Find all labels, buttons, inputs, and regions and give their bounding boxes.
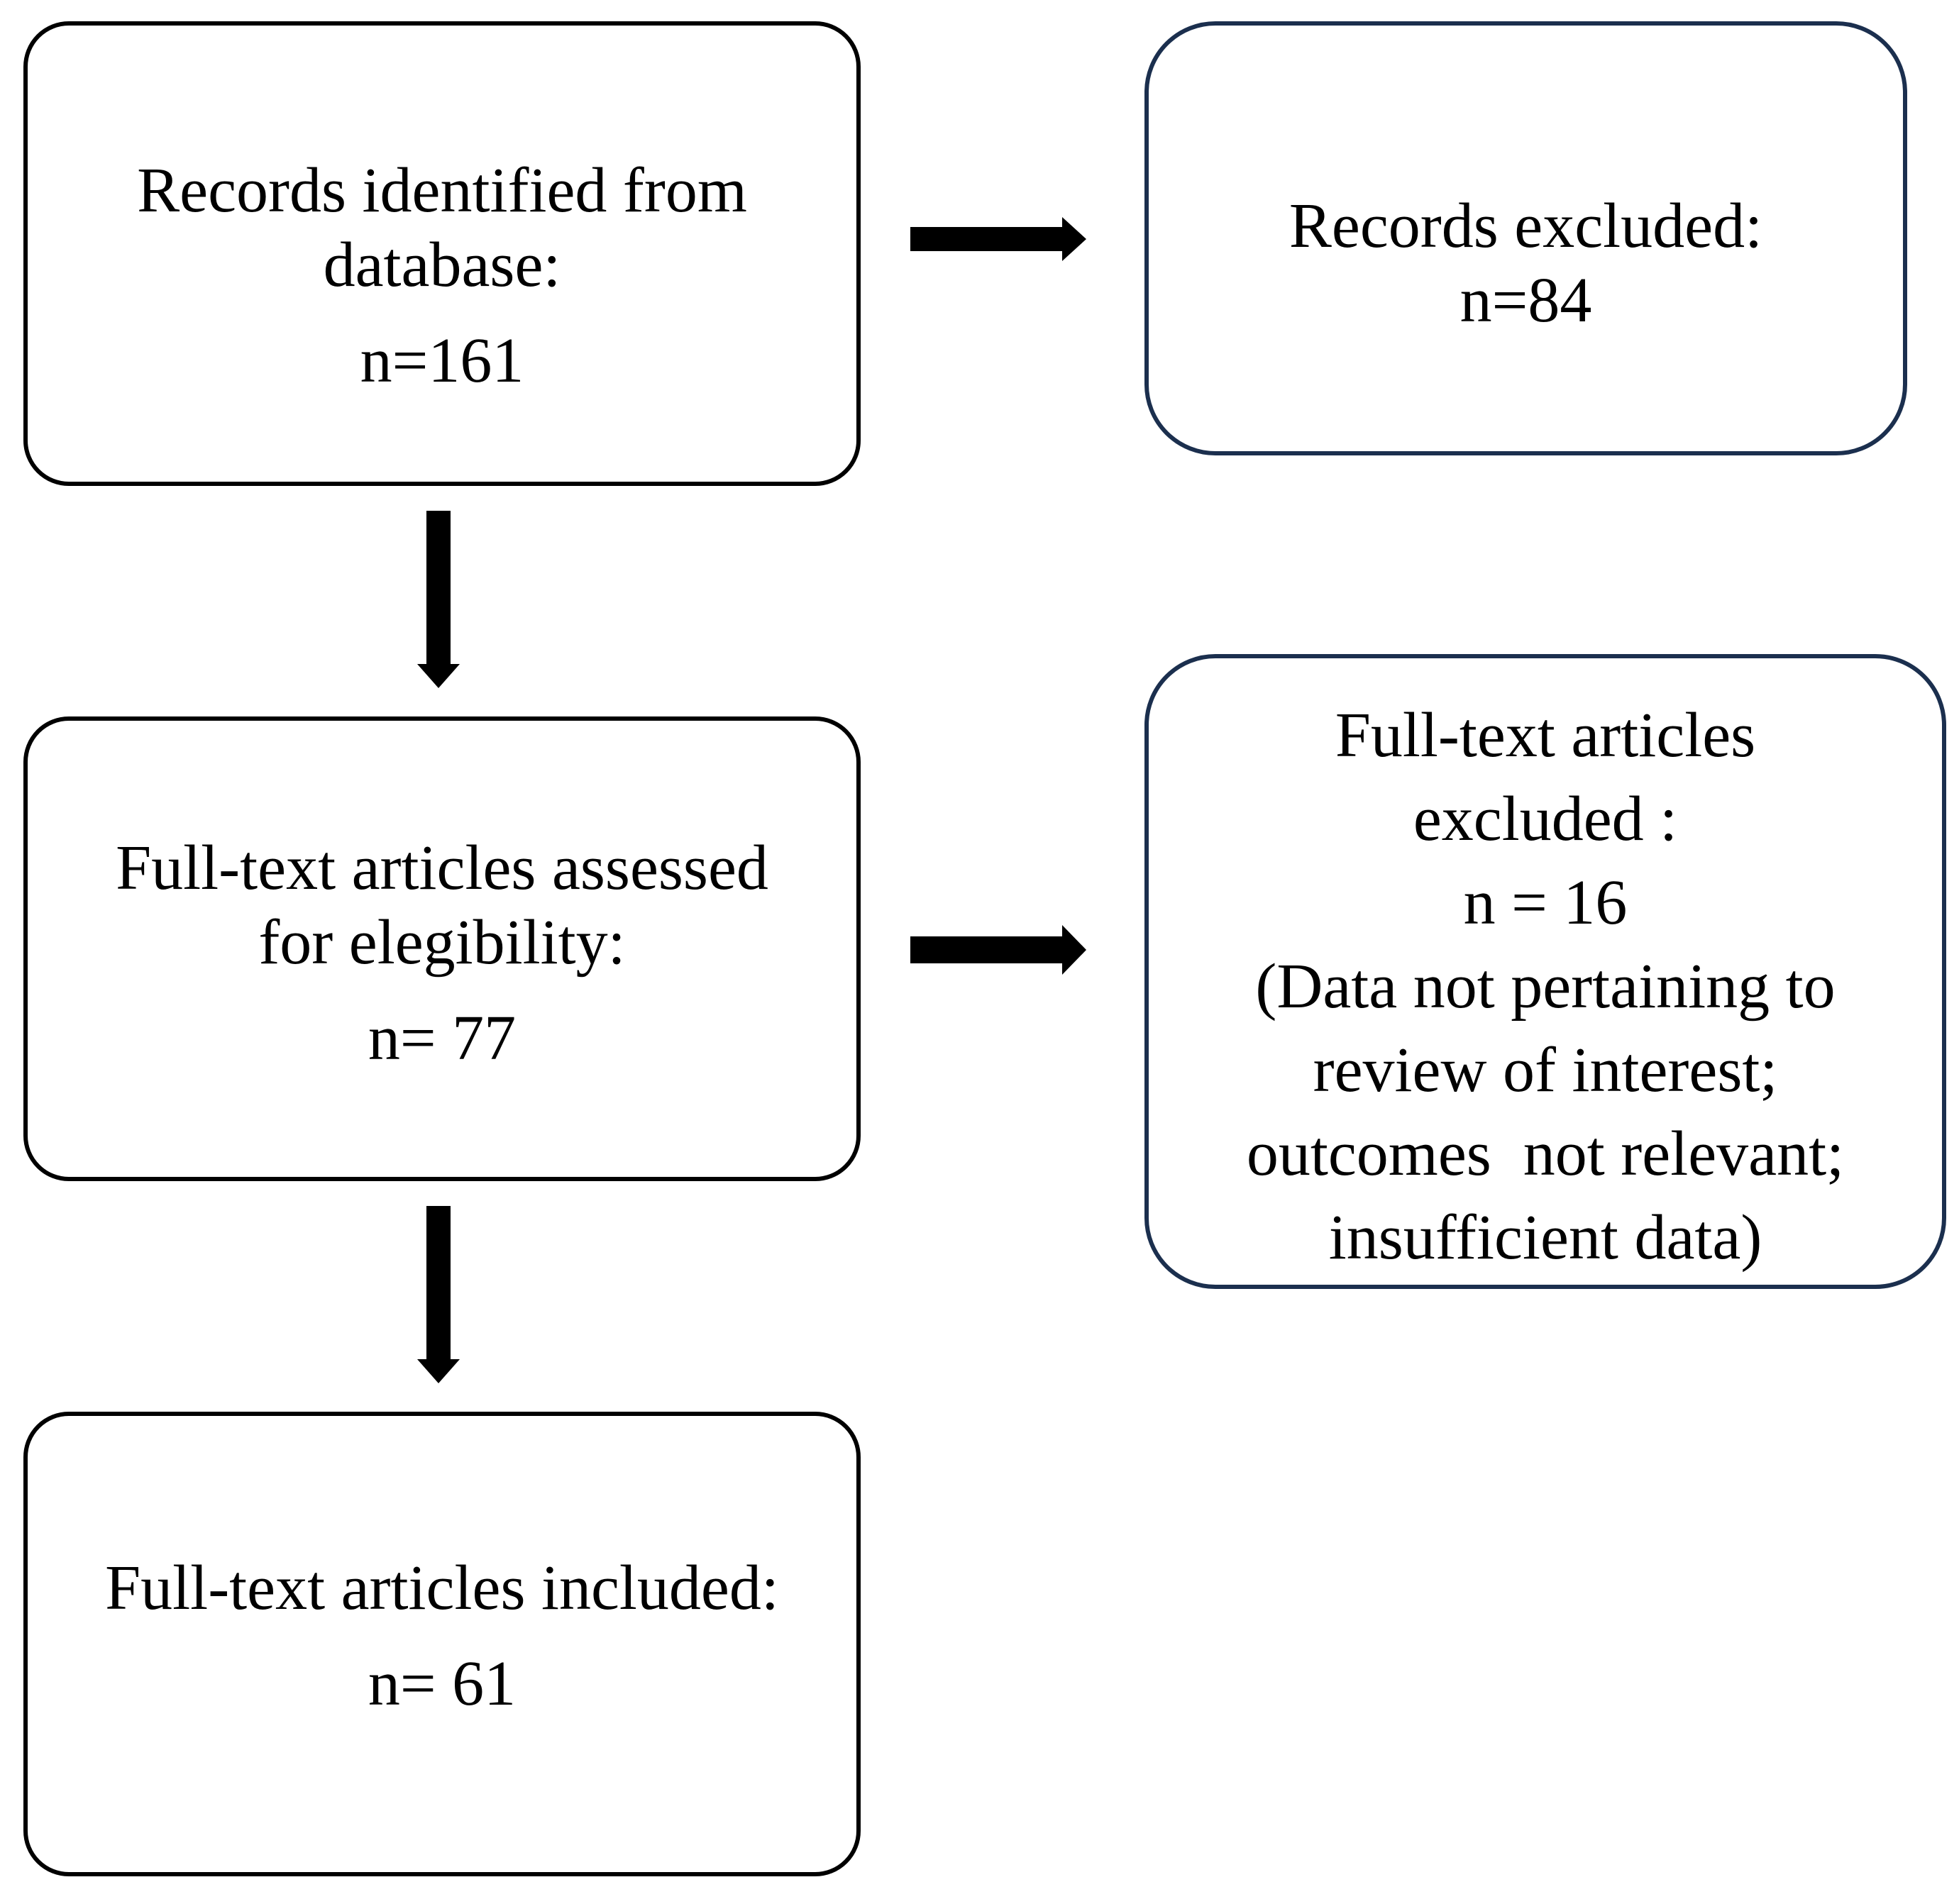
fulltext-assessed-count: n= 77 xyxy=(368,1003,517,1073)
fulltext-included-count: n= 61 xyxy=(368,1649,517,1719)
fulltext-excluded-box: Full-text articles excluded : n = 16 (Da… xyxy=(1144,654,1946,1289)
fulltext-excluded-reason-line-3: outcomes not relevant; xyxy=(1246,1119,1845,1189)
fulltext-excluded-reason-line-2: review of interest; xyxy=(1313,1035,1778,1105)
records-excluded-label: Records excluded: xyxy=(1288,191,1763,261)
records-excluded-count: n=84 xyxy=(1459,265,1592,336)
records-excluded-box: Records excluded: n=84 xyxy=(1144,21,1907,455)
records-identified-count: n=161 xyxy=(360,326,524,396)
records-identified-box: Records identified from database: n=161 xyxy=(23,21,861,486)
down-arrow-assessed-to-included xyxy=(417,1206,460,1383)
down-arrow-identified-to-assessed xyxy=(417,511,460,688)
fulltext-assessed-label-line-2: for elegibility: xyxy=(258,907,626,978)
records-identified-label-line-1: Records identified from xyxy=(137,155,747,226)
fulltext-excluded-label-line-1: Full-text articles xyxy=(1335,700,1756,770)
right-arrow-identified-to-excluded xyxy=(910,217,1086,261)
fulltext-assessed-box: Full-text articles assessed for elegibil… xyxy=(23,716,861,1181)
fulltext-excluded-reason-line-4: insufficient data) xyxy=(1328,1202,1762,1273)
fulltext-assessed-label-line-1: Full-text articles assessed xyxy=(116,833,768,903)
fulltext-included-box: Full-text articles included: n= 61 xyxy=(23,1412,861,1876)
records-identified-label-line-2: database: xyxy=(323,230,561,300)
right-arrow-assessed-to-ft-excluded xyxy=(910,925,1086,975)
fulltext-excluded-label-line-2: excluded : xyxy=(1413,784,1678,854)
fulltext-excluded-count: n = 16 xyxy=(1463,868,1628,938)
fulltext-included-label: Full-text articles included: xyxy=(105,1553,779,1623)
fulltext-excluded-reason-line-1: (Data not pertaining to xyxy=(1255,951,1836,1022)
